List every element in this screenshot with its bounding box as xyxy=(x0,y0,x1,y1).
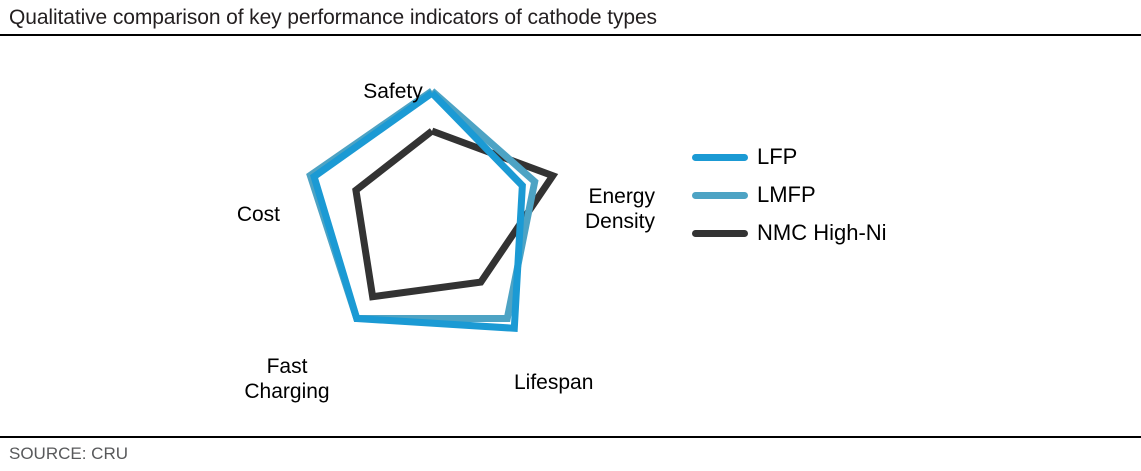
legend-label-lmfp: LMFP xyxy=(757,182,816,207)
radar-plot-area: Safety Energy Density Lifespan Fast Char… xyxy=(0,36,700,403)
axis-label-energy-density-line1: Energy xyxy=(588,185,655,208)
series-polygon-nmc-high-ni xyxy=(352,127,559,301)
axis-label-cost: Cost xyxy=(236,203,280,226)
radar-chart-svg xyxy=(306,88,559,332)
legend-item-nmc-high-ni: NMC High-Ni xyxy=(692,214,887,252)
axis-label-safety: Safety xyxy=(363,80,423,103)
footer-divider xyxy=(0,436,1141,438)
source-note: SOURCE: CRU xyxy=(9,444,129,463)
axis-label-fast-charging-line2: Charging xyxy=(244,380,330,403)
legend-swatch-line-icon-lmfp xyxy=(692,191,748,199)
title-divider xyxy=(0,34,1141,36)
legend-label-nmc-high-ni: NMC High-Ni xyxy=(757,220,887,245)
axis-label-energy-density-line2: Density xyxy=(584,210,655,233)
legend-item-lfp: LFP xyxy=(692,138,887,176)
axis-label-energy-density: Energy Density xyxy=(585,184,655,234)
legend-swatch-line-icon-lfp xyxy=(692,153,748,161)
series-polygon-lfp xyxy=(309,90,526,332)
axis-label-lifespan: Lifespan xyxy=(514,371,594,394)
legend-label-lfp: LFP xyxy=(757,144,798,169)
chart-legend: LFP LMFP NMC High-Ni xyxy=(692,138,887,252)
axis-label-fast-charging-line1: Fast xyxy=(266,355,308,378)
page-title: Qualitative comparison of key performanc… xyxy=(9,6,657,29)
legend-item-lmfp: LMFP xyxy=(692,176,887,214)
legend-swatch-line-icon-nmc-high-ni xyxy=(692,229,748,237)
axis-label-fast-charging: Fast Charging xyxy=(244,354,329,404)
